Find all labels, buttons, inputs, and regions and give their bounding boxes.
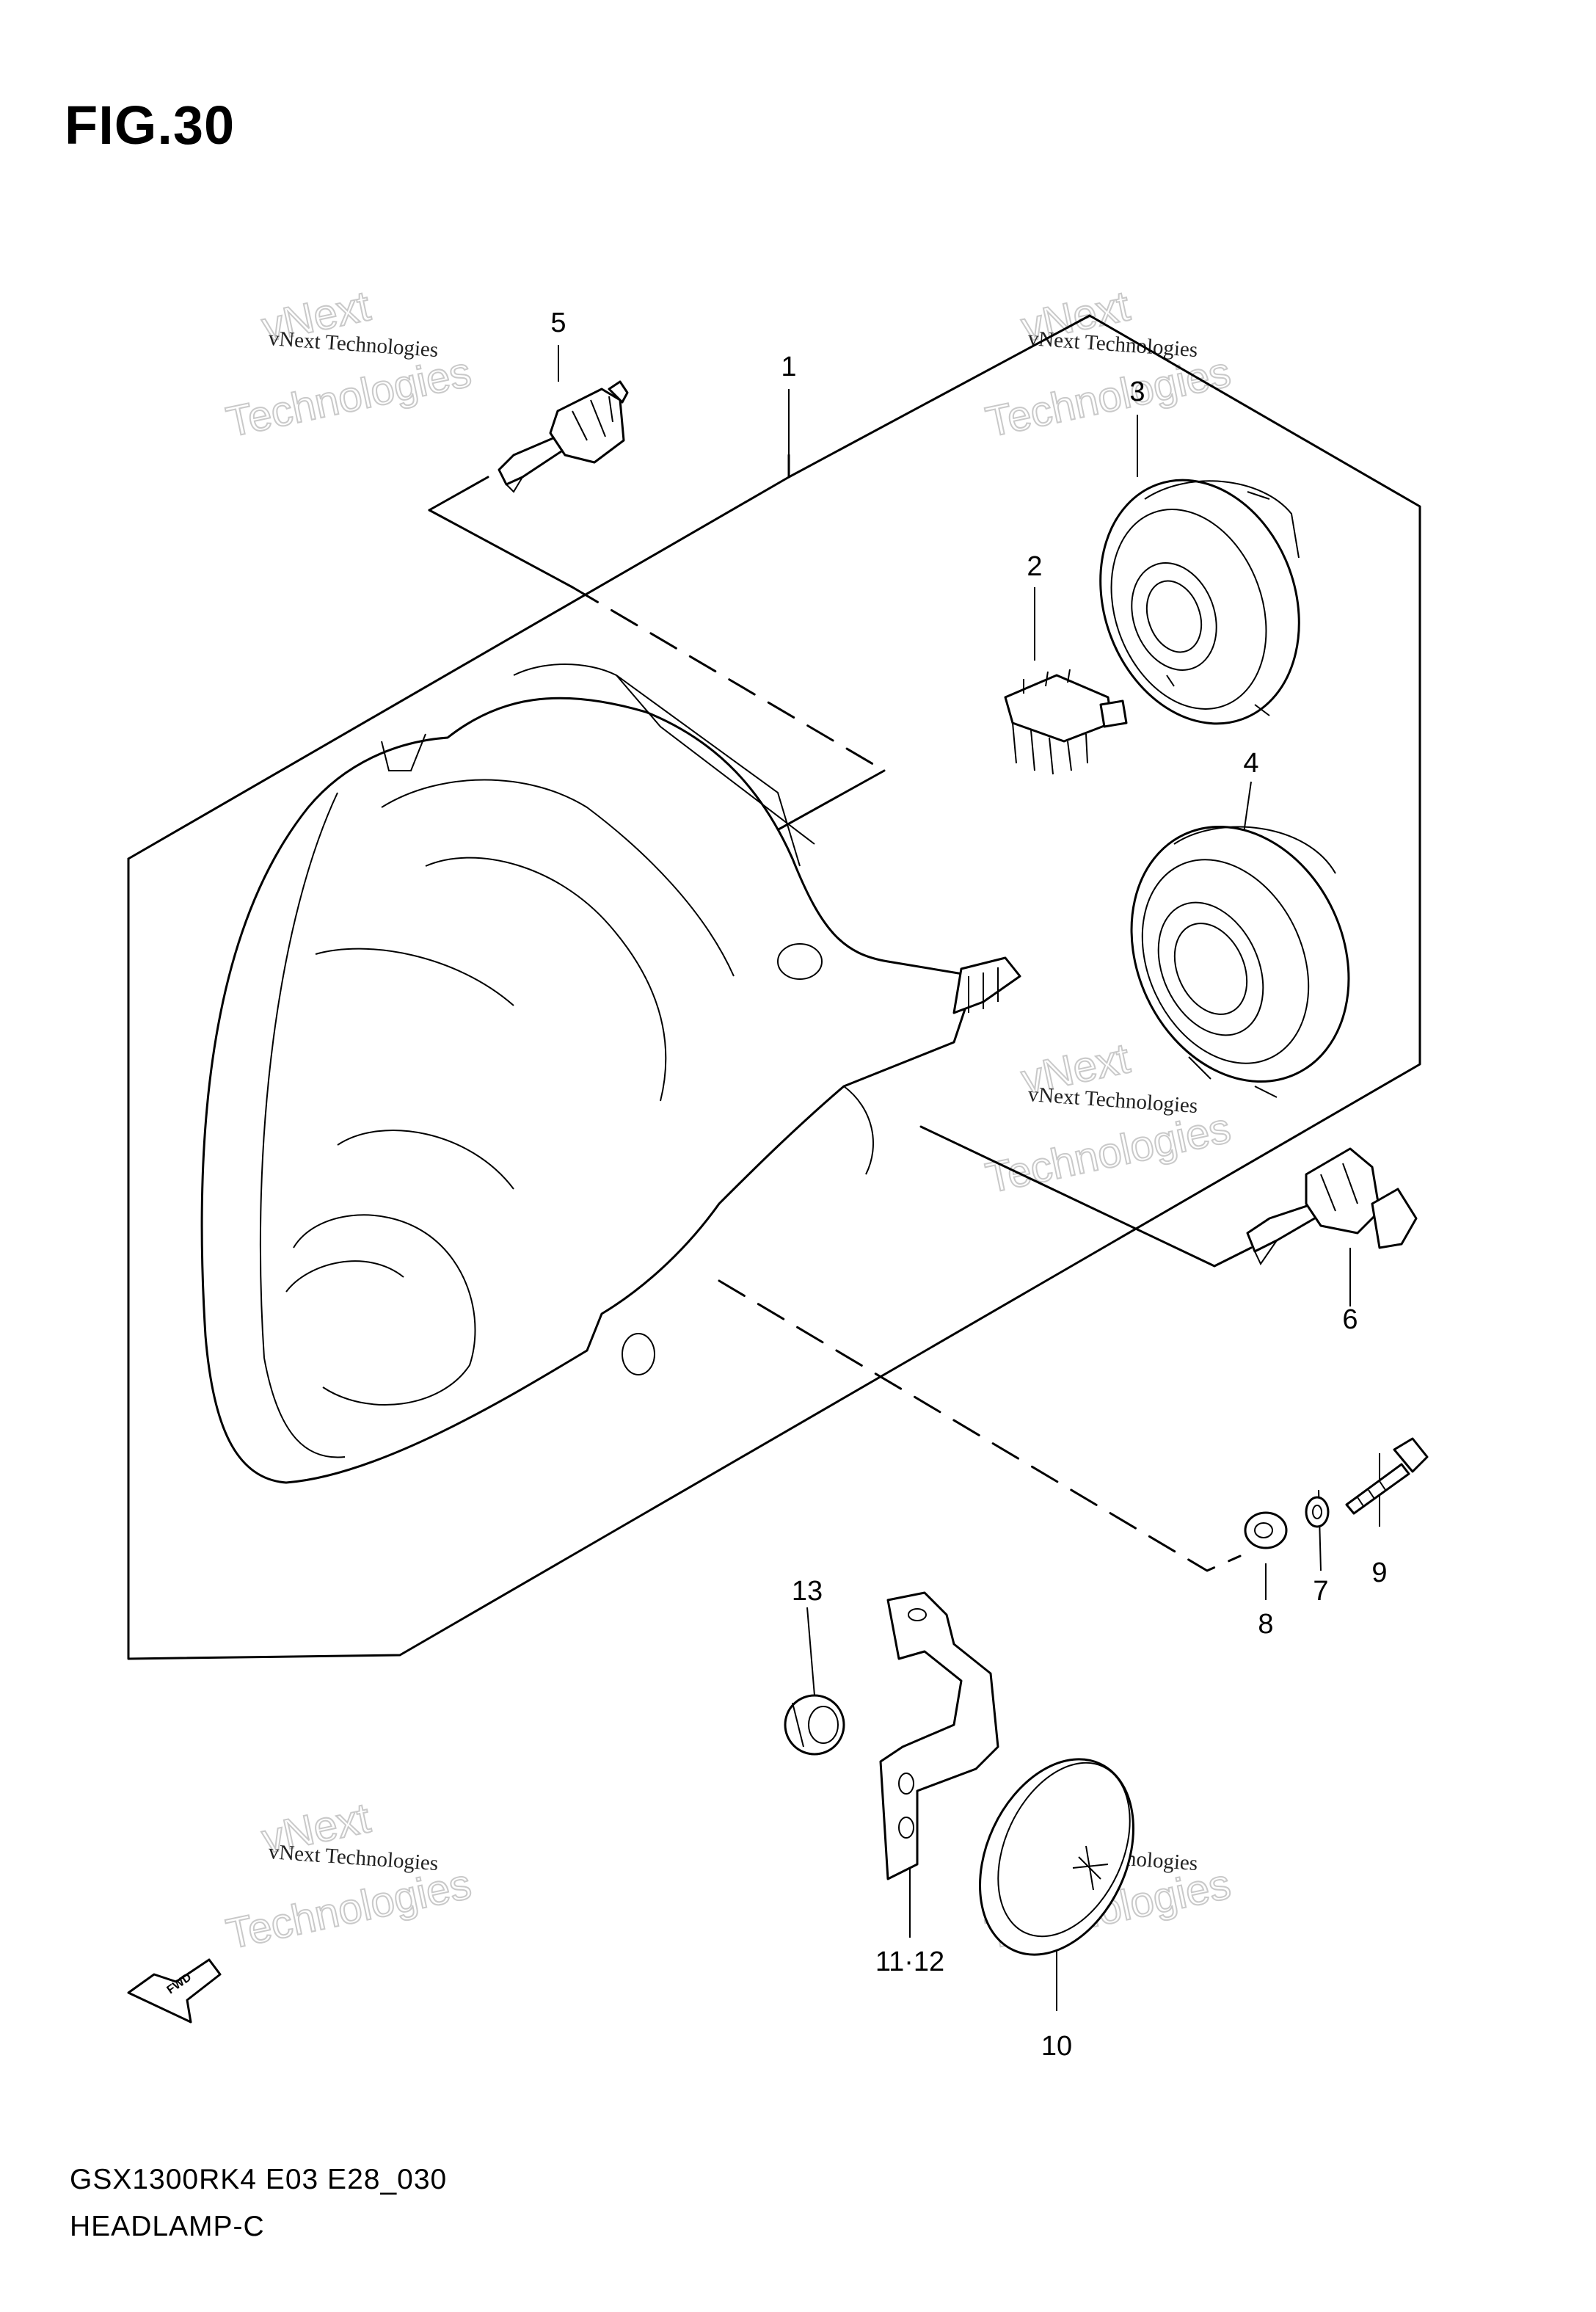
- callout-8: 8: [1258, 1609, 1273, 1640]
- diagram-name: HEADLAMP-C: [70, 2211, 265, 2242]
- callout-13: 13: [792, 1576, 823, 1607]
- callout-6: 6: [1342, 1304, 1358, 1335]
- watermark-top-right: vNext Technologies vNext Technologies: [981, 281, 1236, 447]
- callout-11-12: 11·12: [875, 1946, 944, 1977]
- callout-3: 3: [1129, 377, 1145, 407]
- watermark-bottom-left: vNext Technologies vNext Technologies: [222, 1793, 476, 1959]
- bulb-socket: [1004, 669, 1128, 775]
- svg-text:Technologies: Technologies: [982, 348, 1235, 446]
- reflector-low: [1099, 479, 1300, 725]
- headlamp-housing: [200, 664, 1021, 1484]
- grommet: [1244, 1511, 1288, 1549]
- svg-text:vNext Technologies: vNext Technologies: [268, 1840, 439, 1875]
- svg-text:Technologies: Technologies: [222, 348, 475, 446]
- reflector-high: [1130, 825, 1350, 1098]
- callout-5: 5: [550, 308, 566, 338]
- callout-7: 7: [1313, 1576, 1328, 1607]
- svg-text:vNext Technologies: vNext Technologies: [1027, 327, 1198, 362]
- rubber-cap: [979, 1758, 1134, 1956]
- screw: [1345, 1437, 1429, 1515]
- callout-4: 4: [1243, 748, 1258, 779]
- callout-9: 9: [1371, 1557, 1387, 1588]
- bulb-h4: [498, 380, 629, 493]
- clip-nut: [784, 1694, 845, 1756]
- watermark-top-left: vNext Technologies vNext Technologies: [222, 281, 476, 447]
- washer: [1305, 1496, 1330, 1528]
- svg-text:Technologies: Technologies: [982, 1104, 1235, 1202]
- figure-title: FIG.30: [65, 95, 236, 156]
- callout-2: 2: [1027, 551, 1042, 582]
- fwd-arrow-icon: FWD: [127, 1958, 222, 2024]
- callout-1: 1: [781, 352, 796, 382]
- callout-10: 10: [1041, 2031, 1072, 2062]
- bulb-h7: [1246, 1147, 1418, 1266]
- mounting-bracket: [879, 1591, 999, 1880]
- svg-text:vNext Technologies: vNext Technologies: [1027, 1083, 1198, 1118]
- svg-text:vNext Technologies: vNext Technologies: [268, 327, 439, 362]
- model-code: GSX1300RK4 E03 E28_030: [70, 2164, 448, 2195]
